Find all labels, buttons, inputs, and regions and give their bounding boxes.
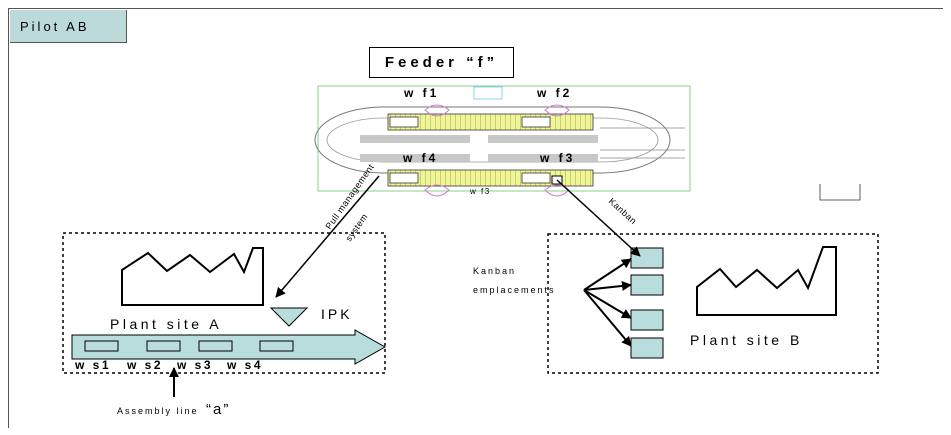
ws2-box bbox=[146, 340, 181, 352]
feeder-title-box: Feeder “f” bbox=[369, 47, 514, 78]
kanban-box-1 bbox=[630, 247, 664, 269]
station-wf2-label: w f2 bbox=[537, 86, 573, 100]
feeder-layout-drawing bbox=[314, 85, 861, 201]
ws1-label: w s1 bbox=[75, 358, 112, 372]
ws3-label: w s3 bbox=[177, 358, 214, 372]
kanban-emplacements-label-line1: Kanban bbox=[473, 266, 517, 276]
ipk-triangle bbox=[269, 307, 309, 327]
kanban-arrow bbox=[556, 179, 641, 257]
plant-b-boundary bbox=[547, 233, 879, 374]
track-inner bbox=[326, 117, 659, 163]
kanban-box-3 bbox=[630, 309, 664, 331]
emplacement-arrow-2 bbox=[583, 280, 632, 291]
station-wf4-label: w f4 bbox=[403, 151, 439, 165]
layout-boundary bbox=[317, 85, 691, 192]
station-wf1-label: w f1 bbox=[404, 86, 440, 100]
emplacement-arrow-4 bbox=[583, 289, 632, 347]
plant-b-factory-icon bbox=[696, 246, 837, 316]
assembly-line-label: Assembly line bbox=[117, 406, 199, 416]
plant-a-boundary bbox=[62, 232, 386, 374]
kanban-arrow-label: Kanban bbox=[607, 196, 639, 226]
kanban-box-4 bbox=[630, 337, 664, 359]
system-label: system bbox=[343, 212, 369, 244]
emplacement-arrow-3 bbox=[583, 289, 632, 319]
aisle-right-top bbox=[488, 135, 598, 143]
ws3-box bbox=[198, 340, 233, 352]
plant-site-b-label: Plant site B bbox=[690, 332, 803, 348]
plant-a-factory-icon bbox=[121, 247, 264, 306]
conveyor-top bbox=[387, 113, 594, 131]
aisle-right-bottom bbox=[488, 154, 598, 162]
aisle-left-bottom bbox=[360, 154, 470, 162]
ws4-label: w s4 bbox=[227, 358, 264, 372]
pull-management-arrow bbox=[275, 175, 380, 298]
slide-frame bbox=[8, 8, 943, 428]
track-outer bbox=[314, 106, 671, 174]
slide-tab-title: Pilot AB bbox=[10, 10, 127, 43]
kanban-emplacements-label-line2: emplacements bbox=[473, 285, 556, 295]
ws1-box bbox=[84, 340, 119, 352]
emplacement-arrow-1 bbox=[583, 258, 632, 291]
plant-site-a-label: Plant site A bbox=[110, 316, 223, 332]
assembly-line-id-label: “a” bbox=[206, 401, 231, 418]
pull-management-label: Pull management bbox=[323, 162, 376, 231]
center-station-label: w f3 bbox=[470, 187, 491, 196]
ipk-label: IPK bbox=[321, 306, 353, 322]
ws2-label: w s2 bbox=[127, 358, 164, 372]
station-wf3-label: w f3 bbox=[540, 151, 576, 165]
ws4-box bbox=[259, 340, 294, 352]
aisle-left-top bbox=[360, 135, 470, 143]
kanban-box-2 bbox=[630, 274, 664, 296]
